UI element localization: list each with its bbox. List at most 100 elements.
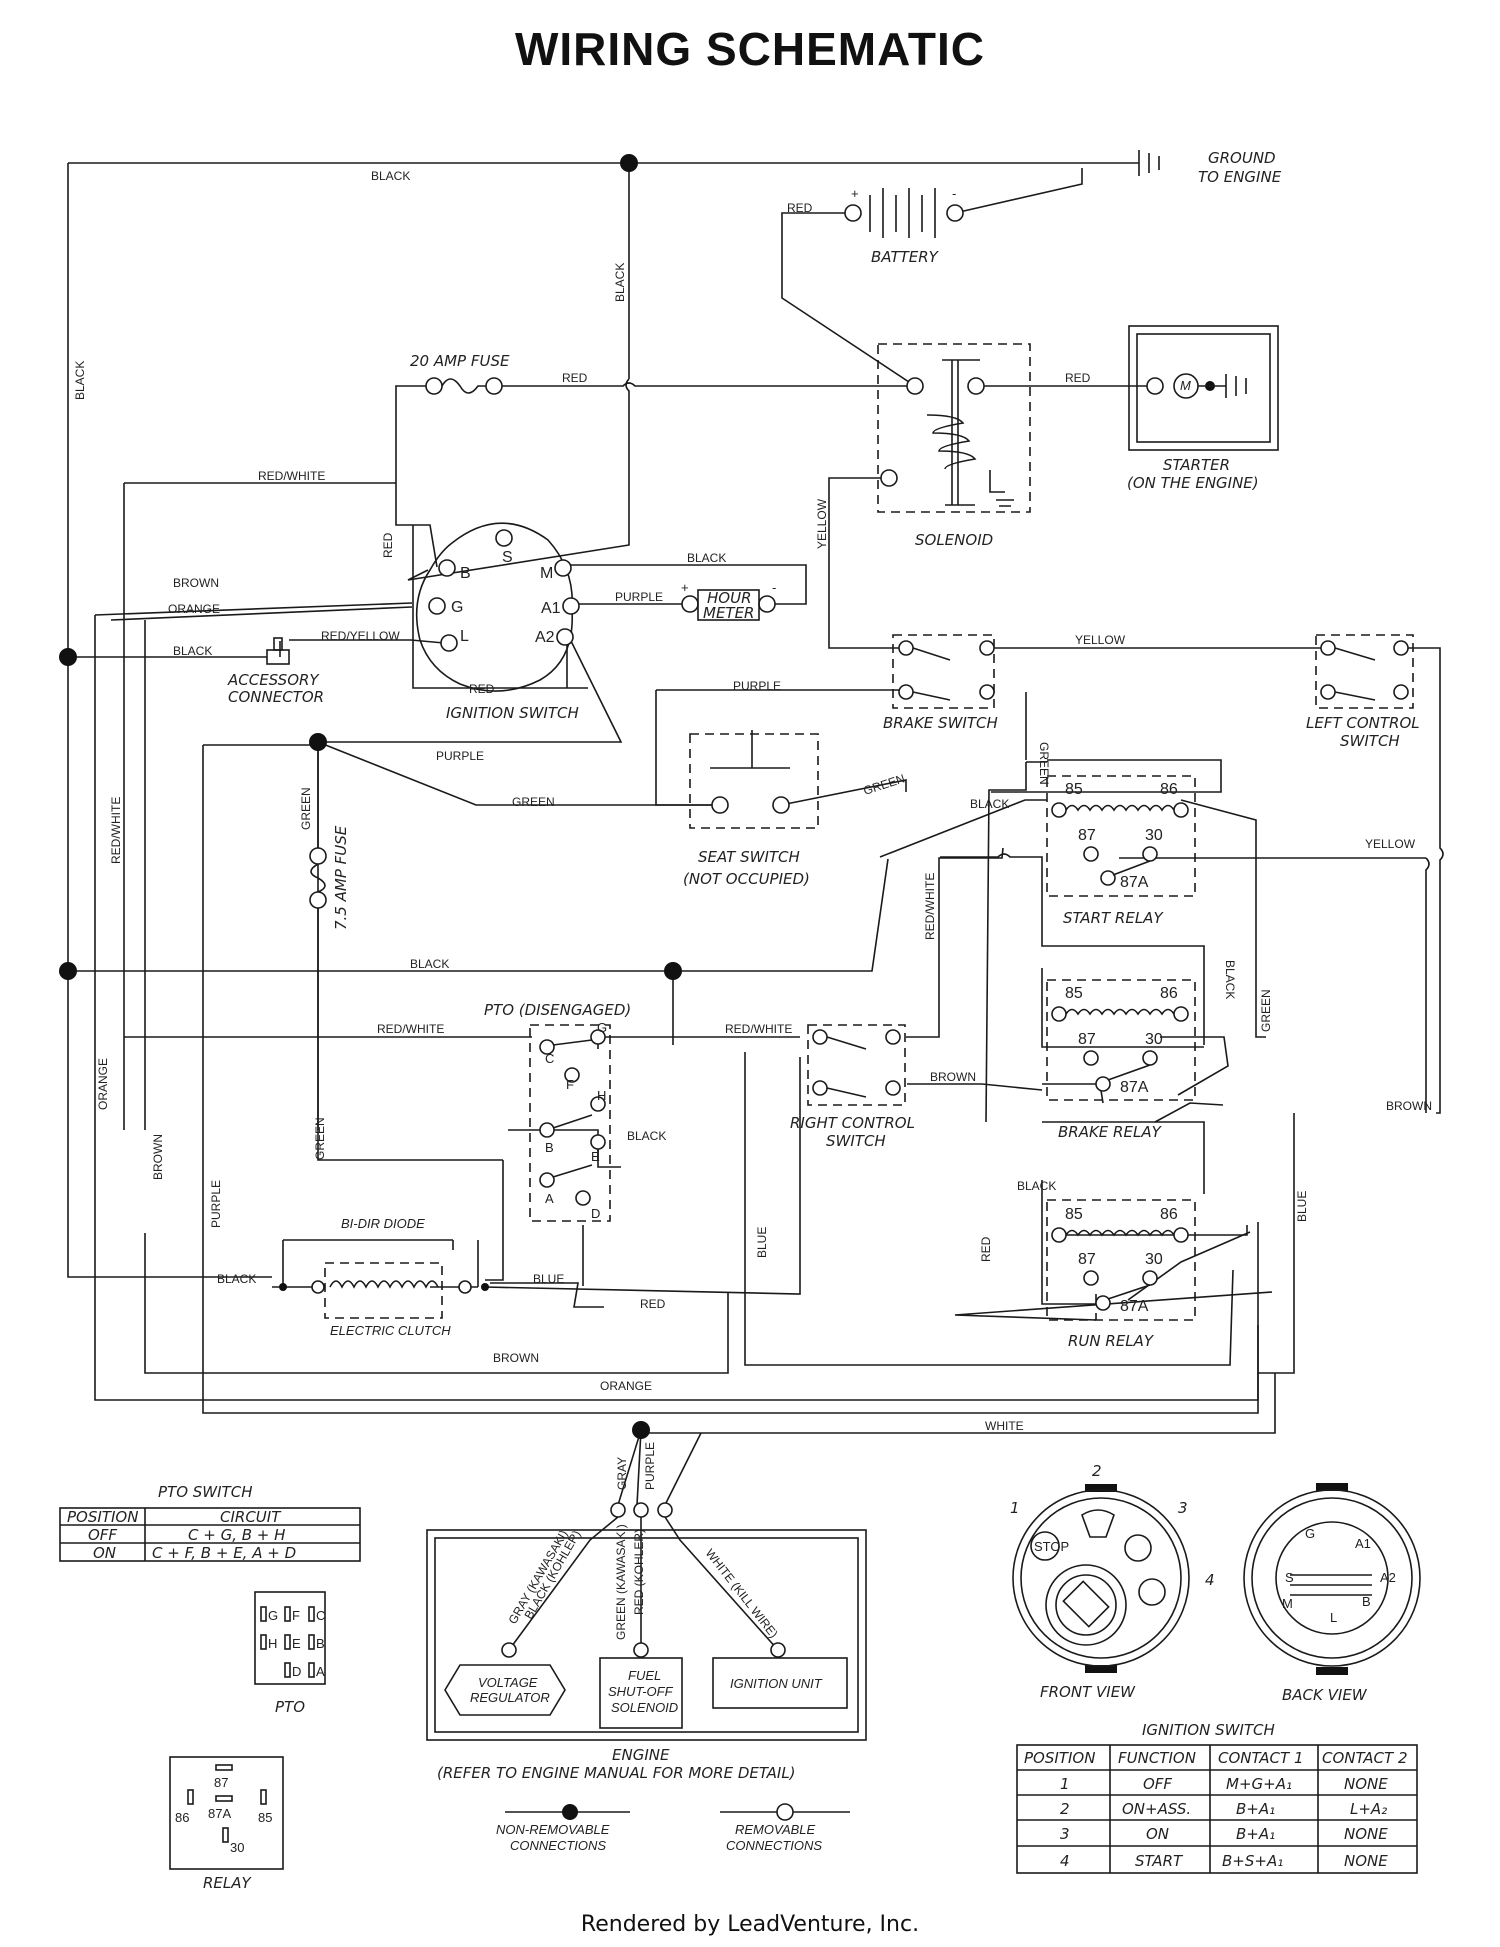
svg-text:GREEN: GREEN [862, 771, 907, 798]
svg-text:CONNECTOR: CONNECTOR [228, 688, 324, 706]
svg-text:SHUT-OFF: SHUT-OFF [608, 1684, 674, 1699]
svg-text:RED/WHITE: RED/WHITE [109, 797, 123, 864]
junction-dots [59, 154, 682, 1439]
run-relay: 85 86 87 30 87A RUN RELAY [1046, 1199, 1196, 1350]
svg-text:REGULATOR: REGULATOR [470, 1690, 550, 1705]
svg-text:BROWN: BROWN [1386, 1099, 1432, 1113]
svg-text:RED/WHITE: RED/WHITE [923, 873, 937, 940]
footer-credit: Rendered by LeadVenture, Inc. [580, 1912, 920, 1937]
svg-text:BI-DIR DIODE: BI-DIR DIODE [341, 1216, 425, 1231]
svg-text:CONTACT 2: CONTACT 2 [1322, 1749, 1408, 1767]
svg-text:START: START [1135, 1852, 1184, 1870]
wires [67, 150, 1444, 1506]
svg-text:F: F [566, 1077, 574, 1092]
svg-text:7.5 AMP FUSE: 7.5 AMP FUSE [332, 825, 350, 930]
svg-text:B+A₁: B+A₁ [1236, 1825, 1275, 1843]
svg-text:E: E [591, 1149, 600, 1164]
svg-text:A: A [545, 1191, 554, 1206]
svg-text:A2: A2 [535, 629, 555, 646]
svg-text:RED: RED [979, 1236, 993, 1262]
pto-switch-table: PTO SWITCH POSITION CIRCUIT OFF C + G, B… [59, 1483, 361, 1562]
svg-text:YELLOW: YELLOW [1365, 837, 1416, 851]
starter-motor: M STARTER (ON THE ENGINE) [1127, 325, 1279, 492]
svg-text:ORANGE: ORANGE [168, 602, 220, 616]
svg-text:BLACK: BLACK [1017, 1179, 1056, 1193]
svg-text:87: 87 [214, 1775, 228, 1790]
svg-text:BLACK: BLACK [613, 263, 627, 302]
svg-text:GRAY: GRAY [615, 1457, 629, 1490]
svg-text:YELLOW: YELLOW [1075, 633, 1126, 647]
svg-text:PURPLE: PURPLE [436, 749, 484, 763]
svg-text:30: 30 [230, 1840, 244, 1855]
hour-meter: HOUR METER + - [681, 580, 776, 622]
svg-text:(ON THE ENGINE): (ON THE ENGINE) [1127, 474, 1259, 492]
solenoid: SOLENOID [877, 343, 1031, 549]
svg-text:B: B [545, 1140, 554, 1155]
svg-text:BLACK: BLACK [410, 957, 449, 971]
svg-text:G: G [1305, 1526, 1315, 1541]
seat-switch: SEAT SWITCH (NOT OCCUPIED) [683, 730, 819, 888]
ignition-switch-table: IGNITION SWITCH POSITION FUNCTION CONTAC… [1016, 1721, 1418, 1874]
svg-text:RED (KOHLER): RED (KOHLER) [632, 1529, 646, 1615]
svg-text:BROWN: BROWN [151, 1134, 165, 1180]
svg-text:PURPLE: PURPLE [615, 590, 663, 604]
svg-text:POSITION: POSITION [1024, 1749, 1095, 1767]
svg-text:BROWN: BROWN [173, 576, 219, 590]
svg-text:NON-REMOVABLE: NON-REMOVABLE [496, 1822, 610, 1837]
svg-text:BRAKE SWITCH: BRAKE SWITCH [883, 714, 998, 732]
svg-text:87A: 87A [1120, 1079, 1149, 1096]
svg-text:RELAY: RELAY [203, 1874, 253, 1892]
svg-text:S: S [1285, 1570, 1294, 1585]
svg-text:BLACK: BLACK [687, 551, 726, 565]
svg-text:HOUR: HOUR [707, 589, 752, 607]
svg-text:GREEN: GREEN [299, 787, 313, 830]
svg-text:ON: ON [1146, 1825, 1169, 1843]
relay-pinout-diagram: 87 86 87A 85 30 RELAY [169, 1756, 284, 1892]
svg-text:G: G [268, 1608, 278, 1623]
svg-text:FRONT VIEW: FRONT VIEW [1040, 1683, 1136, 1701]
svg-text:START RELAY: START RELAY [1063, 909, 1164, 927]
svg-text:1: 1 [1060, 1775, 1070, 1793]
svg-text:IGNITION UNIT: IGNITION UNIT [730, 1676, 823, 1691]
svg-text:B: B [460, 565, 471, 582]
svg-text:SOLENOID: SOLENOID [611, 1700, 678, 1715]
svg-text:+: + [681, 580, 689, 595]
svg-text:BLACK: BLACK [173, 644, 212, 658]
svg-text:TO ENGINE: TO ENGINE [1198, 168, 1282, 186]
svg-text:86: 86 [1160, 1206, 1178, 1223]
wire-labels: BLACK BLACK BLACK RED RED RED RED/WHITE … [73, 169, 1432, 1490]
svg-text:VOLTAGE: VOLTAGE [478, 1675, 538, 1690]
svg-text:C: C [545, 1051, 554, 1066]
svg-text:C + G, B + H: C + G, B + H [188, 1526, 285, 1544]
svg-text:C: C [316, 1608, 325, 1623]
svg-text:POSITION: POSITION [67, 1508, 138, 1526]
svg-text:4: 4 [1060, 1852, 1070, 1870]
svg-text:BLACK: BLACK [73, 361, 87, 400]
fuse-7-5-amp: 7.5 AMP FUSE [309, 825, 350, 930]
svg-text:1: 1 [1010, 1499, 1020, 1517]
svg-text:M: M [1282, 1596, 1293, 1611]
svg-text:A1: A1 [1355, 1536, 1371, 1551]
ignition-switch-front-view: 1 2 3 4 STOP FRONT VIEW [1010, 1462, 1215, 1701]
battery: + - BATTERY [844, 186, 964, 266]
svg-text:RED: RED [469, 682, 495, 696]
svg-text:RED/WHITE: RED/WHITE [377, 1022, 444, 1036]
svg-text:ON: ON [93, 1544, 116, 1562]
svg-text:SOLENOID: SOLENOID [915, 531, 993, 549]
electric-clutch: ELECTRIC CLUTCH [311, 1262, 472, 1338]
svg-text:STARTER: STARTER [1163, 456, 1230, 474]
svg-text:M: M [540, 565, 553, 582]
svg-text:85: 85 [258, 1810, 272, 1825]
pto-switch: C G F H B E A D PTO (DISENGAGED) [484, 1001, 631, 1222]
svg-text:RED/WHITE: RED/WHITE [258, 469, 325, 483]
svg-text:BLACK: BLACK [371, 169, 410, 183]
svg-text:WHITE: WHITE [985, 1419, 1024, 1433]
svg-text:GREEN: GREEN [1259, 989, 1273, 1032]
svg-text:3: 3 [1060, 1825, 1070, 1843]
svg-text:CONNECTIONS: CONNECTIONS [726, 1838, 822, 1853]
svg-text:ORANGE: ORANGE [96, 1058, 110, 1110]
svg-text:BLUE: BLUE [533, 1272, 564, 1286]
svg-text:86: 86 [1160, 985, 1178, 1002]
svg-text:(NOT OCCUPIED): (NOT OCCUPIED) [683, 870, 810, 888]
svg-text:GREEN: GREEN [512, 795, 555, 809]
